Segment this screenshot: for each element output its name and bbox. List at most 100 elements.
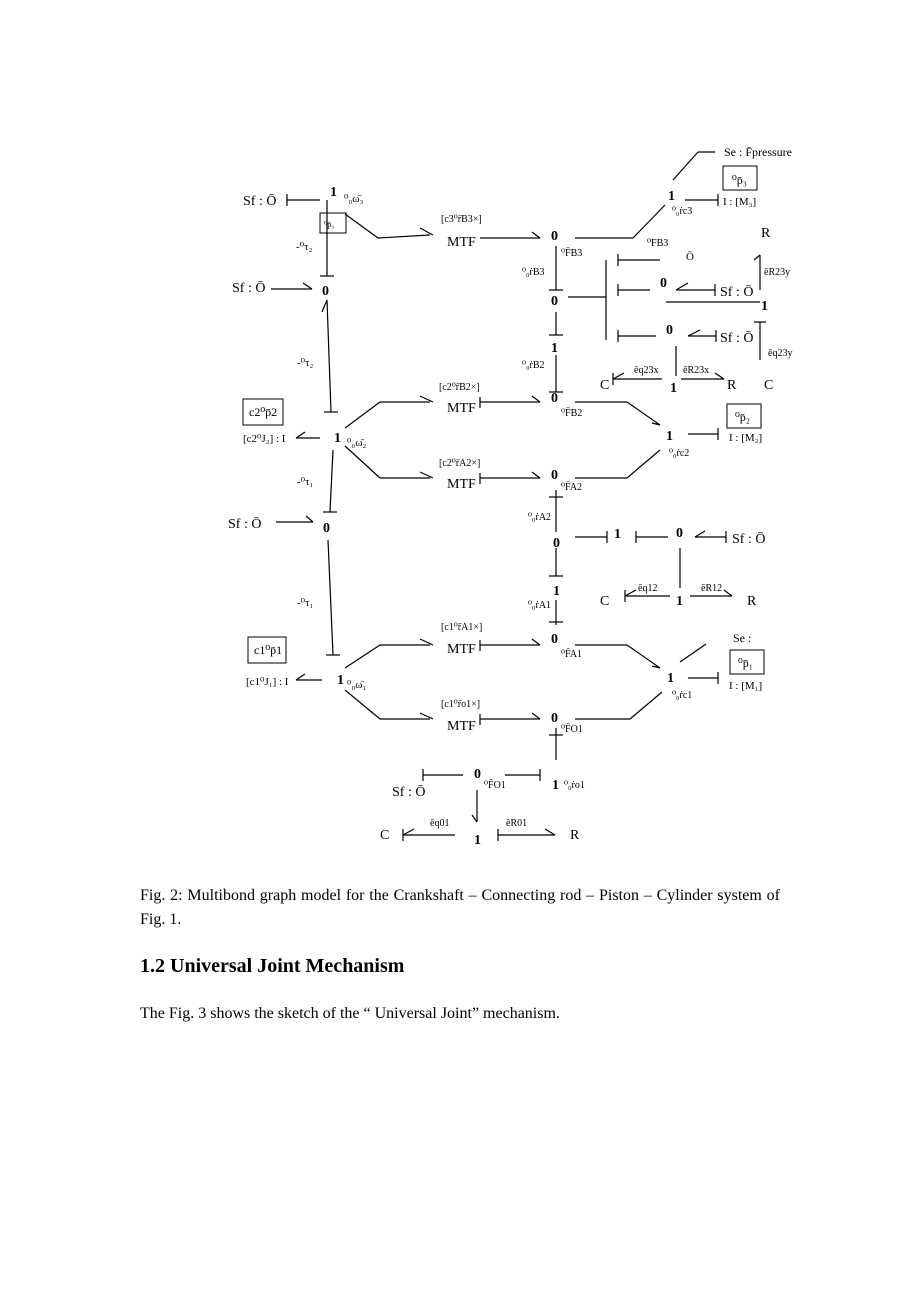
- mtf-o1: MTF: [447, 719, 476, 734]
- box-omega3: ⁰p̄₃: [324, 220, 334, 229]
- junction-0-b3: 0: [551, 229, 558, 244]
- mtf-b3: MTF: [447, 235, 476, 250]
- junction-0-b2: 0: [551, 391, 558, 406]
- junction-1-b3-lower: 1: [551, 341, 558, 356]
- source-sf-bottom: Sf : Ō: [392, 784, 425, 800]
- label-f-b2: ⁰F̄B2: [561, 407, 582, 419]
- label-f-a1: ⁰F̄A1: [561, 648, 582, 660]
- junction-0-left-top: 0: [322, 284, 329, 299]
- label-v-o1: ⁰₀ṙo1: [564, 780, 585, 791]
- element-c-12: C: [600, 594, 609, 609]
- mtf-a2: MTF: [447, 477, 476, 492]
- junction-1-c1: 1: [667, 671, 674, 686]
- source-se-pressure: Se : F̄pressure: [724, 145, 792, 159]
- mtf-b2: MTF: [447, 401, 476, 416]
- junction-0-right-1: 0: [660, 276, 667, 291]
- junction-0-mid-right: 0: [676, 526, 683, 541]
- label-omega2: ⁰₀ω̄₂: [347, 437, 366, 449]
- element-r-12: R: [747, 594, 757, 609]
- junction-0-b3-lower: 0: [551, 294, 558, 309]
- junction-1-c23: 1: [670, 381, 677, 396]
- junction-0-left-mid: 0: [323, 521, 330, 536]
- label-tau1-top: -⁰τ₁: [297, 476, 313, 488]
- modulus-o1: [c1⁰r̄o1×]: [441, 699, 480, 710]
- label-e-q23y: ēq23y: [768, 348, 792, 359]
- junction-0-a2: 0: [551, 468, 558, 483]
- inertia-m3: I : [M₃]: [723, 196, 756, 208]
- inertia-m1: I : [M₁]: [729, 680, 762, 692]
- bond-lines: [271, 151, 766, 841]
- source-sf-right-1: Sf : Ō: [720, 284, 753, 300]
- label-e-r12: ēR12: [701, 583, 722, 594]
- label-omega3: ⁰₀ω̄₃: [344, 193, 363, 205]
- element-c-23x: C: [600, 378, 609, 393]
- label-v-c2: ⁰₀ṙc2: [669, 448, 689, 459]
- label-tau2-top: -⁰τ₂: [296, 241, 312, 253]
- element-r-23x: R: [727, 378, 737, 393]
- modulus-a1: [c1⁰r̄A1×]: [441, 622, 482, 633]
- mtf-a1: MTF: [447, 642, 476, 657]
- box-p2: ⁰p̄₂: [735, 410, 750, 424]
- label-omega1: ⁰₀ω̄₁: [347, 679, 366, 691]
- label-v-b2: ⁰₀ṙB2: [522, 360, 545, 371]
- body-paragraph: The Fig. 3 shows the sketch of the “ Uni…: [140, 1005, 560, 1022]
- label-o-bar: Ō: [686, 251, 694, 263]
- label-v-b3: ⁰₀ṙB3: [522, 267, 545, 278]
- label-v-c3: ⁰₀ṙc3: [672, 206, 692, 217]
- label-f-o1: ⁰F̄O1: [561, 723, 583, 735]
- element-r-top: R: [761, 226, 771, 241]
- element-c-23y: C: [764, 378, 773, 393]
- label-tau1-bottom: -⁰τ₁: [297, 597, 313, 609]
- inertia-j2: [c2⁰J₂] : I: [243, 433, 286, 445]
- label-f-b3: ⁰F̄B3: [561, 247, 582, 259]
- element-r-01: R: [570, 828, 580, 843]
- source-sf-right-2: Sf : Ō: [720, 330, 753, 346]
- label-e-r23y: ēR23y: [764, 267, 790, 278]
- storage-boxes: [242, 165, 765, 675]
- label-tau2-mid: -⁰τ₂: [297, 357, 313, 369]
- modulus-b2: [c2⁰r̄B2×]: [439, 382, 480, 393]
- source-sf-right-3: Sf : Ō: [732, 531, 765, 547]
- junction-1-bottom: 1: [474, 833, 481, 848]
- label-v-c1: ⁰₀ṙc1: [672, 690, 692, 701]
- junction-0-o1-bottom: 0: [474, 767, 481, 782]
- label-e-q12: ēq12: [638, 583, 657, 594]
- label-v-a2: ⁰₀ṙA2: [528, 512, 551, 523]
- section-heading: 1.2 Universal Joint Mechanism: [140, 955, 405, 977]
- junction-1-omega1: 1: [337, 673, 344, 688]
- modulus-a2: [c2⁰r̄A2×]: [439, 458, 480, 469]
- box-p3: ⁰p̄₃: [732, 173, 747, 187]
- junction-1-c12: 1: [676, 594, 683, 609]
- label-f-o1-bottom: ⁰F̄O1: [484, 779, 506, 791]
- junction-0-a2-lower: 0: [553, 536, 560, 551]
- junction-0-a1: 0: [551, 632, 558, 647]
- label-e-r01: ēR01: [506, 818, 527, 829]
- label-v-a1: ⁰₀ṙA1: [528, 600, 551, 611]
- junction-1-omega2: 1: [334, 431, 341, 446]
- source-sf-mid: Sf : Ō: [228, 516, 261, 532]
- source-sf-top: Sf : Ō: [243, 193, 276, 209]
- label-e-r23x: ēR23x: [683, 365, 709, 376]
- label-f-b3-right: ⁰FB3: [647, 238, 668, 249]
- junction-0-o1: 0: [551, 711, 558, 726]
- box-cp1: c1⁰p̄1: [254, 643, 282, 657]
- label-e-q01: ēq01: [430, 818, 449, 829]
- inertia-m2: I : [M₂]: [729, 432, 762, 444]
- inertia-j1: [c1⁰J₁] : I: [246, 676, 289, 688]
- junction-1-right: 1: [761, 299, 768, 314]
- junction-1-c3: 1: [668, 189, 675, 204]
- label-f-a2: ⁰F̄A2: [561, 481, 582, 493]
- label-e-q23x: ēq23x: [634, 365, 658, 376]
- modulus-b3: [c3⁰r̄B3×]: [441, 214, 482, 225]
- junction-1-o1: 1: [552, 778, 559, 793]
- junction-1-omega3: 1: [330, 185, 337, 200]
- junction-1-c2: 1: [666, 429, 673, 444]
- element-c-01: C: [380, 828, 389, 843]
- multibond-graph-figure: Sf : Ō Sf : Ō Sf : Ō Sf : Ō Sf : Ō Sf : …: [228, 145, 792, 848]
- source-se-short: Se :: [733, 631, 751, 645]
- source-sf-left: Sf : Ō: [232, 280, 265, 296]
- figure-caption: Fig. 2: Multibond graph model for the Cr…: [140, 887, 780, 928]
- junction-0-right-2: 0: [666, 323, 673, 338]
- box-cp2: c2⁰p̄2: [249, 405, 277, 419]
- box-p1: ⁰p̄₁: [738, 656, 753, 670]
